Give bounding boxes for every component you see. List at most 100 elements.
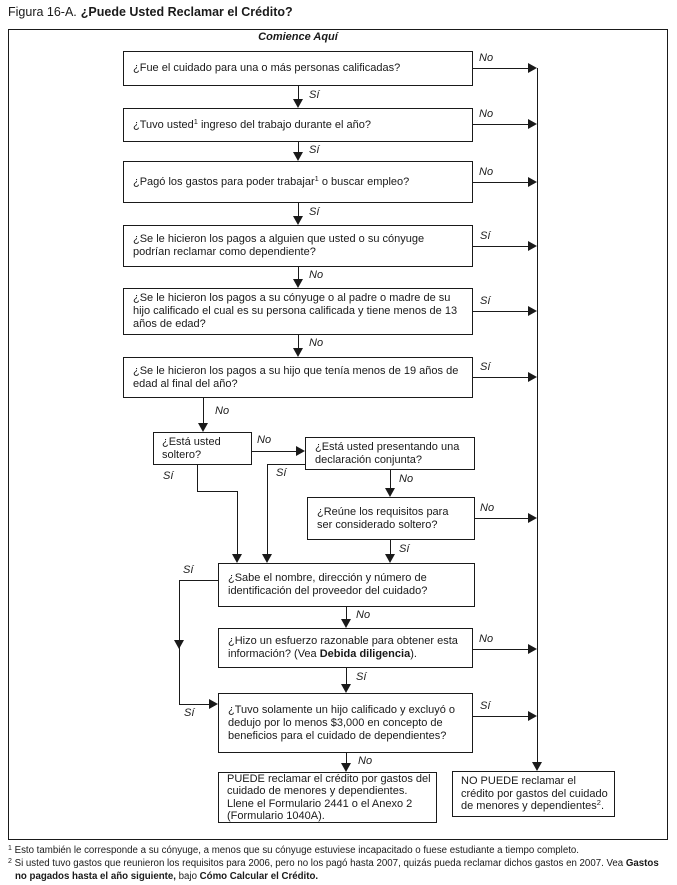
footnote-2-text-mid: bajo: [175, 870, 200, 882]
branch-label-yes: Sí: [480, 230, 491, 242]
node-q1-qualifying-person: ¿Fue el cuidado para una o más personas …: [123, 51, 473, 86]
arrowhead-right: [528, 119, 537, 129]
start-here-label: Comience Aquí: [258, 31, 338, 43]
connector-q8-yes-v: [267, 464, 268, 554]
arrowhead-right: [209, 699, 218, 709]
node-q2-earned-income: ¿Tuvo usted1 ingreso del trabajo durante…: [123, 108, 473, 142]
node-q11-text-post: ).: [410, 648, 417, 660]
arrowhead-down: [293, 348, 303, 357]
connector-q9-no: [475, 518, 528, 519]
connector-q12-yes: [473, 716, 528, 717]
connector-q11-yes: [346, 668, 347, 684]
connector-q8-no: [390, 470, 391, 488]
arrowhead-down: [293, 99, 303, 108]
branch-label-no: No: [479, 166, 494, 178]
connector-q8-yes-h: [267, 464, 305, 465]
arrowhead-down: [293, 216, 303, 225]
footnote-1-text: Esto también le corresponde a su cónyuge…: [14, 845, 579, 856]
branch-label-no: No: [215, 405, 230, 417]
node-q5-text: ¿Se le hicieron los pagos a su cónyuge o…: [133, 292, 458, 330]
figure-title: Figura 16-A.¿Puede Usted Reclamar el Cré…: [8, 5, 293, 19]
footnote-ref-1: 1: [193, 116, 198, 126]
arrowhead-down: [341, 619, 351, 628]
branch-label-yes: Sí: [163, 470, 174, 482]
connector-q3-yes: [298, 203, 299, 216]
arrowhead-right: [528, 711, 537, 721]
node-q8-joint-return: ¿Está usted presentando una declaración …: [305, 437, 475, 470]
result-no-text: NO PUEDE reclamar el crédito por gastos …: [461, 775, 608, 813]
footnote-2-text: Si usted tuvo gastos que reunieron los r…: [14, 858, 626, 870]
connector-q5-no: [298, 335, 299, 348]
connector-q6-no: [203, 398, 204, 423]
footnote-2-marker: 2: [8, 858, 12, 866]
node-q3-text-pre: ¿Pagó los gastos para poder trabajar: [133, 175, 315, 188]
arrowhead-right: [528, 306, 537, 316]
node-q4-text: ¿Se le hicieron los pagos a alguien que …: [133, 233, 425, 258]
node-q2-text: ¿Tuvo usted1 ingreso del trabajo durante…: [133, 116, 464, 132]
node-q11-text-bold: Debida diligencia: [319, 648, 411, 660]
node-q3-work-expenses: ¿Pagó los gastos para poder trabajar1 o …: [123, 161, 473, 203]
node-q6-payments-child-19: ¿Se le hicieron los pagos a su hijo que …: [123, 357, 473, 398]
branch-label-yes: Sí: [276, 467, 287, 479]
arrowhead-right: [528, 241, 537, 251]
connector-q6-yes: [473, 377, 528, 378]
arrowhead-down: [232, 554, 242, 563]
arrowhead-down: [198, 423, 208, 432]
branch-label-yes: Sí: [399, 543, 410, 555]
branch-label-yes: Sí: [184, 707, 195, 719]
node-q2-text-pre: ¿Tuvo usted: [133, 118, 194, 131]
node-q3-text-post: o buscar empleo?: [318, 175, 410, 188]
branch-label-no: No: [399, 473, 414, 485]
node-result-cannot-claim-text: NO PUEDE reclamar el crédito por gastos …: [461, 775, 609, 813]
node-q7-single: ¿Está usted soltero?: [153, 432, 252, 465]
footnotes: 1 Esto también le corresponde a su cónyu…: [8, 845, 670, 884]
node-q12-one-child-3000: ¿Tuvo solamente un hijo calificado y exc…: [218, 693, 473, 753]
node-q5-payments-spouse-parent: ¿Se le hicieron los pagos a su cónyuge o…: [123, 288, 473, 335]
connector-q10-yes-h2: [179, 704, 209, 705]
arrowhead-down: [385, 554, 395, 563]
branch-label-yes: Sí: [309, 89, 320, 101]
collector-line: [537, 68, 538, 762]
branch-label-yes: Sí: [480, 295, 491, 307]
branch-label-no: No: [309, 337, 324, 349]
connector-q10-yes-h1: [179, 580, 218, 581]
node-q11-text-pre: ¿Hizo un esfuerzo razonable para obtener…: [228, 635, 458, 660]
flowchart-frame: [8, 29, 668, 840]
arrowhead-down: [293, 279, 303, 288]
figure-title-text: ¿Puede Usted Reclamar el Crédito?: [80, 5, 293, 19]
node-q12-text: ¿Tuvo solamente un hijo calificado y exc…: [228, 703, 456, 742]
branch-label-no: No: [309, 269, 324, 281]
arrowhead-right: [528, 513, 537, 523]
connector-q12-no: [346, 753, 347, 763]
node-q2-text-post: ingreso del trabajo durante el año?: [197, 118, 371, 131]
footnote-1-marker: 1: [8, 845, 12, 852]
node-q10-text: ¿Sabe el nombre, dirección y número de i…: [228, 572, 428, 597]
arrowhead-right: [528, 63, 537, 73]
branch-label-yes: Sí: [309, 144, 320, 156]
arrowhead-down: [532, 762, 542, 771]
arrowhead-right: [296, 446, 305, 456]
node-q9-considered-unmarried: ¿Reúne los requisitos para ser considera…: [307, 497, 475, 540]
connector-q2-yes: [298, 142, 299, 152]
arrowhead-right: [528, 372, 537, 382]
connector-q5-yes: [473, 311, 528, 312]
connector-q10-no: [346, 607, 347, 619]
branch-label-yes: Sí: [480, 361, 491, 373]
branch-label-no: No: [479, 52, 494, 64]
branch-label-yes: Sí: [356, 671, 367, 683]
footnote-ref-2: 2: [596, 798, 601, 808]
footnote-1: 1 Esto también le corresponde a su cónyu…: [8, 845, 670, 857]
node-q1-text: ¿Fue el cuidado para una o más personas …: [133, 62, 401, 74]
footnote-ref-1: 1: [314, 173, 319, 183]
node-q7-text: ¿Está usted soltero?: [162, 435, 221, 461]
branch-label-no: No: [356, 609, 371, 621]
arrowhead-down: [262, 554, 272, 563]
arrowhead-right: [528, 177, 537, 187]
node-result-cannot-claim: NO PUEDE reclamar el crédito por gastos …: [452, 771, 615, 817]
node-q6-text: ¿Se le hicieron los pagos a su hijo que …: [133, 364, 459, 390]
branch-label-yes: Sí: [480, 700, 491, 712]
connector-q3-no: [473, 182, 528, 183]
branch-label-no: No: [479, 108, 494, 120]
arrowhead-down: [174, 640, 184, 649]
